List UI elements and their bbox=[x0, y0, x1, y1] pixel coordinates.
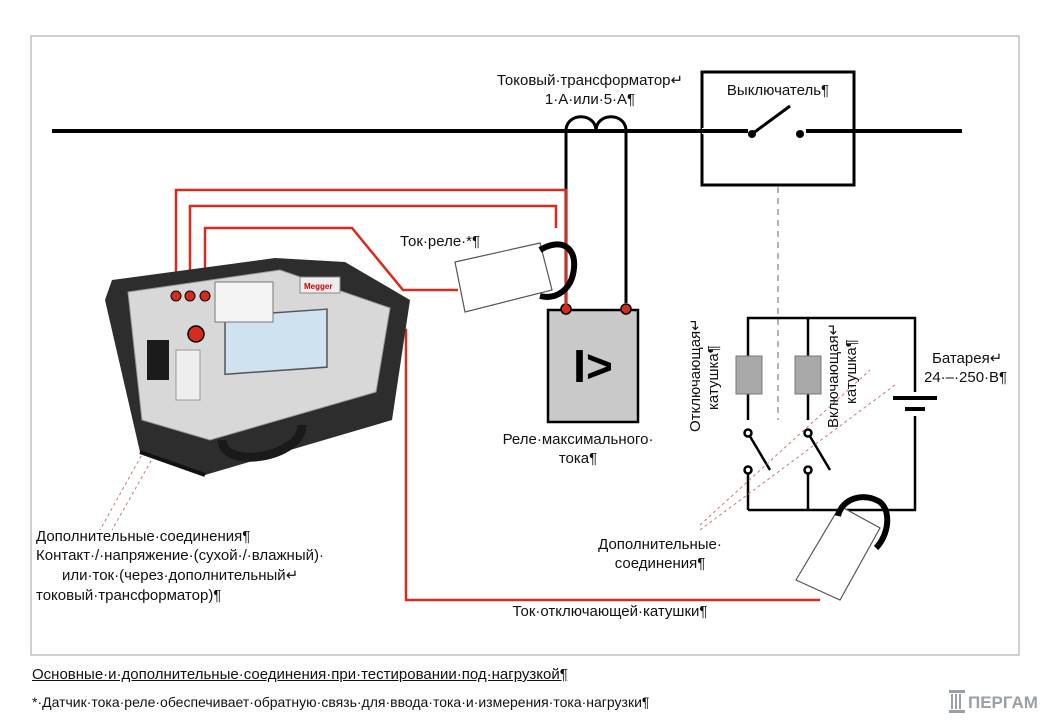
breaker bbox=[700, 70, 856, 187]
overcurrent-relay: I> bbox=[546, 303, 640, 424]
pergam-logo: ПЕРГАМ bbox=[949, 690, 1038, 713]
relay-label-line1: Реле·максимального· bbox=[503, 431, 654, 448]
logo-text: ПЕРГАМ bbox=[968, 693, 1038, 712]
trip-coil bbox=[735, 355, 763, 395]
trip-coil-label-line2: катушка¶ bbox=[705, 345, 722, 410]
battery bbox=[893, 392, 937, 416]
figure-caption-note: *·Датчик·тока·реле·обеспечивает·обратную… bbox=[32, 694, 650, 710]
close-coil bbox=[794, 355, 822, 395]
logo-mark-icon bbox=[949, 690, 965, 713]
test-instrument: Megger bbox=[105, 258, 410, 477]
relay-current-label: Ток·реле·*¶ bbox=[400, 233, 480, 250]
left-note-line2: Контакт·/·напряжение·(сухой·/·влажный)· bbox=[36, 547, 324, 564]
trip-coil-current-clamp bbox=[795, 494, 891, 601]
relay-current-clamp bbox=[454, 241, 578, 313]
diagram-frame bbox=[30, 35, 1020, 656]
coil-contacts bbox=[738, 420, 832, 475]
extra-connections-label-line2: соединения¶ bbox=[615, 555, 706, 572]
ct-label-line1: Токовый·трансформатор↵ bbox=[497, 72, 683, 89]
battery-label-line1: Батарея↵ bbox=[932, 350, 1002, 367]
relay-label-line2: тока¶ bbox=[559, 450, 597, 467]
device-brand: Megger bbox=[304, 282, 332, 291]
breaker-label: Выключатель¶ bbox=[727, 82, 829, 99]
left-note-line4: токовый·трансформатор)¶ bbox=[36, 587, 221, 604]
figure-caption-title: Основные·и·дополнительные·соединения·при… bbox=[32, 666, 568, 683]
relay-symbol: I> bbox=[573, 340, 613, 392]
left-note-line1: Дополнительные·соединения¶ bbox=[36, 528, 250, 545]
leader-lines bbox=[99, 369, 896, 531]
close-coil-label-line2: катушка¶ bbox=[843, 339, 860, 404]
trip-coil-label-line1: Отключающая↵ bbox=[687, 318, 704, 432]
left-note-line3: или·ток·(через·дополнительный↵ bbox=[62, 567, 298, 584]
close-coil-label-line1: Включающая↵ bbox=[825, 323, 842, 428]
extra-connections-label-line1: Дополнительные· bbox=[598, 536, 722, 553]
ct-label-line2: 1·A·или·5·A¶ bbox=[545, 91, 635, 108]
trip-current-label: Ток·отключающей·катушки¶ bbox=[513, 603, 708, 620]
battery-label-line2: 24·–·250·В¶ bbox=[924, 369, 1007, 386]
